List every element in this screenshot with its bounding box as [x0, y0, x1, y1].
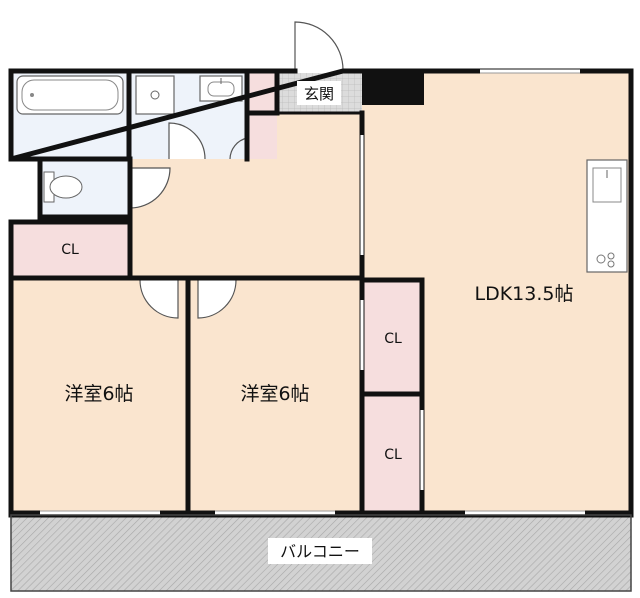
closet-left-label: CL [61, 242, 79, 258]
balcony-label: バルコニー [280, 542, 360, 561]
closet-mid-lower-floor [364, 396, 422, 513]
bedroom-center-label: 洋室6帖 [240, 383, 309, 405]
bedroom-left-label: 洋室6帖 [64, 383, 133, 405]
bedroom-left-floor [11, 278, 188, 513]
balcony-label-bg [268, 538, 372, 564]
openings [40, 69, 585, 515]
doors [129, 21, 344, 319]
storage-lower [247, 113, 277, 159]
bedroom-left-door [139, 279, 179, 319]
closet-mid-lower-label: CL [384, 447, 402, 463]
bedroom-center-floor [188, 278, 362, 513]
washing-machine-icon [135, 75, 175, 115]
toilet-door [129, 167, 171, 209]
structural-column [362, 71, 424, 105]
balcony-outline [10, 514, 632, 592]
toilet-icon [43, 171, 83, 203]
entrance-label: 玄関 [304, 85, 334, 103]
washroom-door [168, 122, 206, 160]
opening-lines [40, 72, 585, 512]
closet-left-floor [11, 222, 129, 278]
kitchen-counter-icon [586, 159, 628, 273]
closet-mid-upper-label: CL [384, 331, 402, 347]
front-door [294, 21, 344, 71]
labels: 玄関 LDK13.5帖 洋室6帖 洋室6帖 CL CL CL バルコニー [61, 81, 573, 564]
entrance-label-bg [297, 81, 341, 105]
ldk-label: LDK13.5帖 [475, 283, 574, 305]
closet-mid-upper-floor [364, 280, 422, 394]
bedroom-center-door [197, 279, 237, 319]
fixtures [16, 75, 628, 273]
